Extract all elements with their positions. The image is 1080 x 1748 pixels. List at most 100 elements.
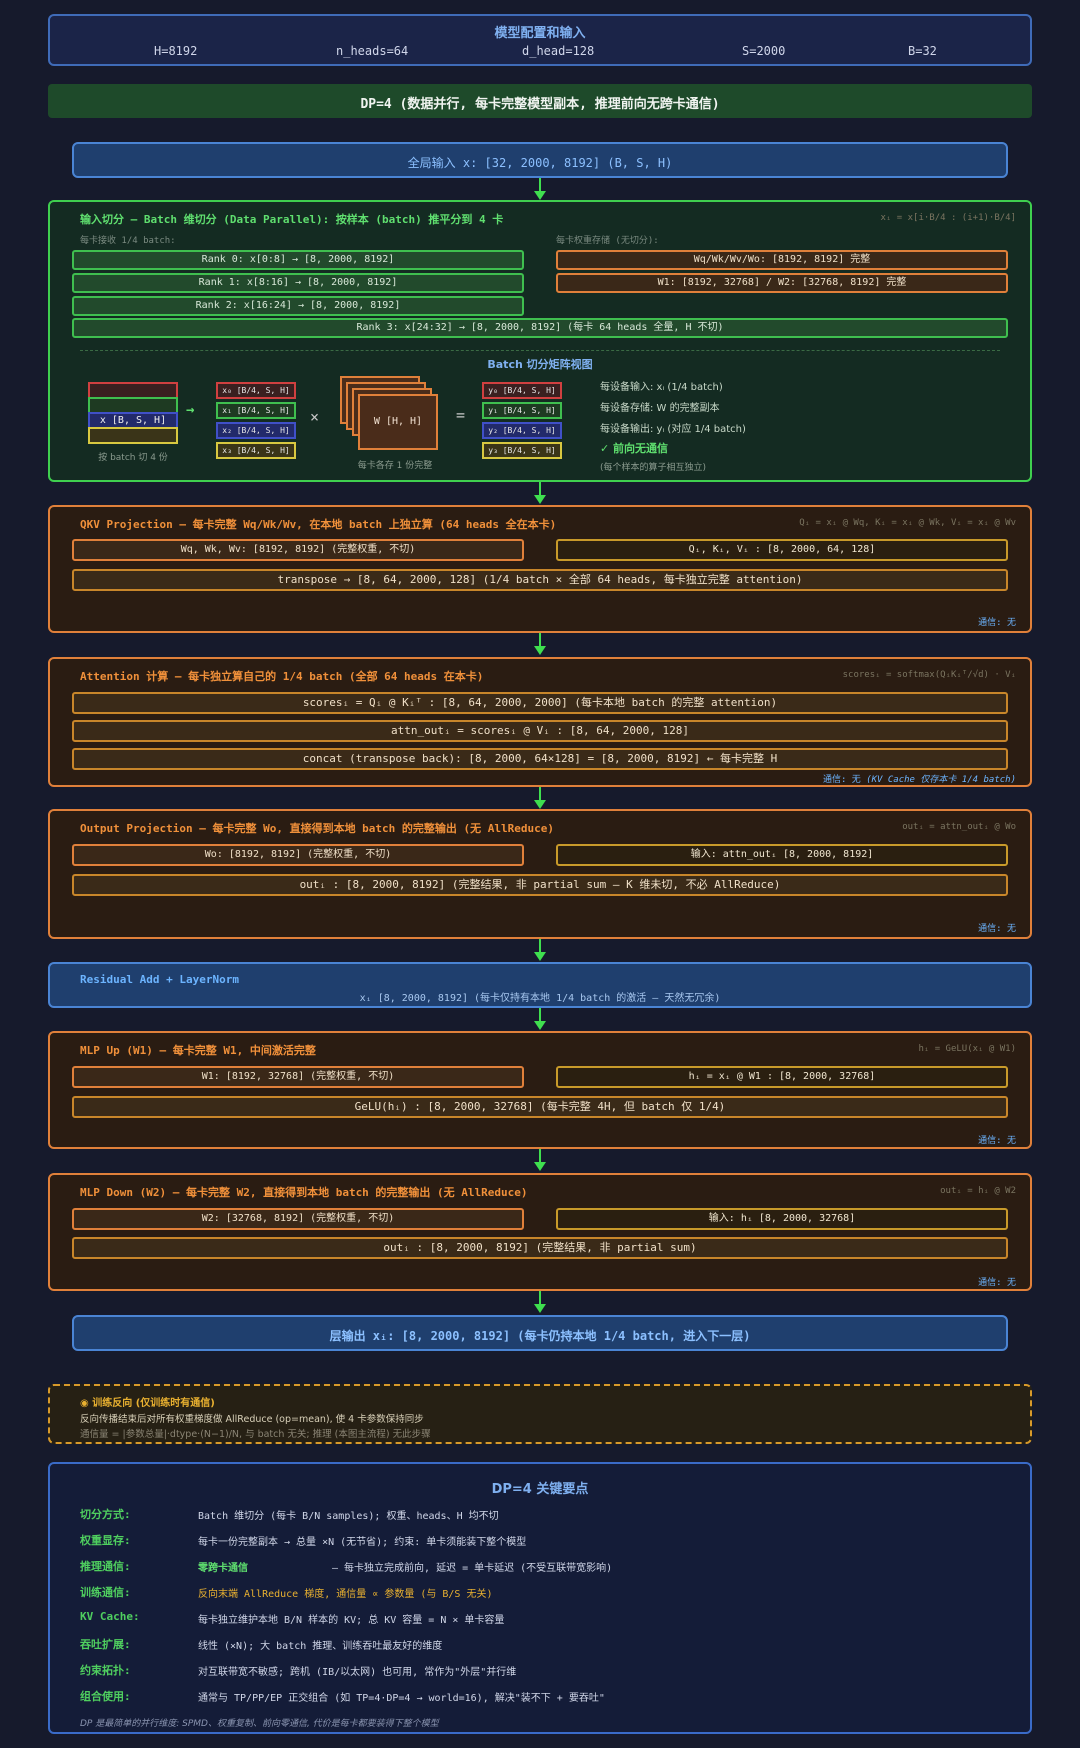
rank-2-box: Rank 2: x[16:24] → [8, 2000, 8192] [72,296,524,316]
mlpup-formula: hᵢ = GeLU(xᵢ @ W1) [918,1044,1016,1054]
config-n-heads: n_heads=64 [336,44,409,58]
qkv-output-box: Qᵢ, Kᵢ, Vᵢ : [8, 2000, 64, 128] [556,539,1008,561]
summary-val-infer-comm: 零跨卡通信 [198,1563,248,1574]
split-title: 输入切分 — Batch 维切分 (Data Parallel): 按样本 (b… [80,213,504,226]
attention-panel: Attention 计算 — 每卡独立算自己的 1/4 batch (全部 64… [48,657,1032,787]
y-part-3: y₃ [B/4, S, H] [482,442,562,459]
weights-attn-box: Wq/Wk/Wv/Wo: [8192, 8192] 完整 [556,250,1008,270]
rank-1-box: Rank 1: x[8:16] → [8, 2000, 8192] [72,273,524,293]
flow-arrowhead [534,191,546,200]
flow-arrow [539,1149,541,1162]
attn-formula: scoresᵢ = softmax(QᵢKᵢᵀ/√d) · Vᵢ [842,670,1016,680]
y-part-1: y₁ [B/4, S, H] [482,402,562,419]
summary-key-memory: 权重显存: [80,1534,131,1547]
summary-val-train-comm: 反向末端 AllReduce 梯度, 通信量 ∝ 参数量 (与 B/S 无关) [198,1589,493,1600]
qkv-panel: QKV Projection — 每卡完整 Wq/Wk/Wv, 在本地 batc… [48,505,1032,633]
summary-footer: DP 是最简单的并行维度: SPMD、权重复制、前向零通信, 代价是每卡都要装得… [80,1719,439,1729]
w-caption: 每卡各存 1 份完整 [357,461,433,471]
flow-arrowhead [534,495,546,504]
mlpdown-result-row: outᵢ : [8, 2000, 8192] (完整结果, 非 partial … [72,1237,1008,1259]
mlpup-output-box: hᵢ = xᵢ @ W1 : [8, 2000, 32768] [556,1066,1008,1088]
summary-val-combine: 通常与 TP/PP/EP 正交组合 (如 TP=4·DP=4 → world=1… [198,1693,605,1704]
y-part-2: y₂ [B/4, S, H] [482,422,562,439]
mlp-up-panel: MLP Up (W1) — 每卡完整 W1, 中间激活完整 hᵢ = GeLU(… [48,1031,1032,1149]
note-no-comm: ✓ 前向无通信 [600,442,669,455]
config-panel: 模型配置和输入 H=8192 n_heads=64 d_head=128 S=2… [48,14,1032,66]
attn-out-row: attn_outᵢ = scoresᵢ @ Vᵢ : [8, 64, 2000,… [72,720,1008,742]
mlpup-comm: 通信: 无 [978,1136,1016,1146]
summary-key-kvcache: KV Cache: [80,1610,140,1623]
summary-key-infer-comm: 推理通信: [80,1560,131,1573]
note-output: 每设备输出: yᵢ (对应 1/4 batch) [600,424,746,435]
summary-key-topology: 约束拓扑: [80,1664,131,1677]
attn-concat-row: concat (transpose back): [8, 2000, 64×12… [72,748,1008,770]
summary-val-memory: 每卡一份完整副本 → 总量 ×N (无节省); 约束: 单卡须能装下整个模型 [198,1537,527,1548]
flow-arrowhead [534,1304,546,1313]
x-matrix: x [B, S, H] [88,382,178,446]
attn-comm: 通信: 无 [822,775,861,785]
flow-arrowhead [534,646,546,655]
summary-panel: DP=4 关键要点 切分方式: Batch 维切分 (每卡 B/N sample… [48,1462,1032,1734]
x-part-3: x₃ [B/4, S, H] [216,442,296,459]
note-storage: 每设备存储: W 的完整副本 [600,403,720,414]
mlp-down-panel: MLP Down (W2) — 每卡完整 W2, 直接得到本地 batch 的完… [48,1173,1032,1291]
training-backward-panel: ◉ 训练反向 (仅训练时有通信) 反向传播结束后对所有权重梯度做 AllRedu… [48,1384,1032,1444]
flow-arrow [539,787,541,800]
x-caption: 按 batch 切 4 份 [98,453,168,463]
flow-arrowhead [534,800,546,809]
flow-arrow [539,482,541,495]
summary-key-combine: 组合使用: [80,1690,131,1703]
summary-key-train-comm: 训练通信: [80,1586,131,1599]
qkv-title: QKV Projection — 每卡完整 Wq/Wk/Wv, 在本地 batc… [80,518,557,531]
mlpdown-title: MLP Down (W2) — 每卡完整 W2, 直接得到本地 batch 的完… [80,1186,528,1199]
rank-0-box: Rank 0: x[0:8] → [8, 2000, 8192] [72,250,524,270]
matrix-title: Batch 切分矩阵视图 [487,358,593,371]
qkv-comm: 通信: 无 [978,618,1016,628]
summary-val-topology: 对互联带宽不敏感; 跨机 (IB/以太网) 也可用, 常作为"外层"并行维 [198,1667,517,1678]
note-independent: (每个样本的算子相互独立) [600,463,707,473]
config-s: S=2000 [742,44,786,58]
flow-arrow [539,939,541,952]
times-sign: × [310,408,320,426]
summary-val-kvcache: 每卡独立维护本地 B/N 样本的 KV; 总 KV 容量 = N × 单卡容量 [198,1615,505,1626]
flow-arrow [539,633,541,646]
summary-val-throughput: 线性 (×N); 大 batch 推理、训练吞吐最友好的维度 [198,1641,443,1652]
attn-scores-row: scoresᵢ = Qᵢ @ Kᵢᵀ : [8, 64, 2000, 2000]… [72,692,1008,714]
outproj-formula: outᵢ = attn_outᵢ @ Wo [902,822,1016,832]
layer-output-box: 层输出 xᵢ: [8, 2000, 8192] (每卡仍持本地 1/4 batc… [72,1315,1008,1351]
mlpup-gelu-row: GeLU(hᵢ) : [8, 2000, 32768] (每卡完整 4H, 但 … [72,1096,1008,1118]
residual-panel: Residual Add + LayerNorm xᵢ [8, 2000, 81… [48,962,1032,1008]
outproj-title: Output Projection — 每卡完整 Wo, 直接得到本地 batc… [80,822,555,835]
config-h: H=8192 [154,44,198,58]
mlpdown-weights-box: W2: [32768, 8192] (完整权重, 不切) [72,1208,524,1230]
residual-title: Residual Add + LayerNorm [80,973,239,986]
summary-key-throughput: 吞吐扩展: [80,1638,131,1651]
attn-comm-note: (KV Cache 仅存本卡 1/4 batch) [866,775,1016,785]
flow-arrow [539,1291,541,1304]
weights-mlp-box: W1: [8192, 32768] / W2: [32768, 8192] 完整 [556,273,1008,293]
outproj-weights-box: Wo: [8192, 8192] (完整权重, 不切) [72,844,524,866]
global-input-box: 全局输入 x: [32, 2000, 8192] (B, S, H) [72,142,1008,178]
flow-arrow [539,178,541,191]
train-line1: 反向传播结束后对所有权重梯度做 AllReduce (op=mean), 使 4… [80,1414,424,1425]
attn-title: Attention 计算 — 每卡独立算自己的 1/4 batch (全部 64… [80,670,484,683]
outproj-comm: 通信: 无 [978,924,1016,934]
summary-key-split: 切分方式: [80,1508,131,1521]
dp-banner: DP=4 (数据并行, 每卡完整模型副本, 推理前向无跨卡通信) [48,84,1032,118]
qkv-transpose-row: transpose → [8, 64, 2000, 128] (1/4 batc… [72,569,1008,591]
w-matrix: W [H, H] [358,394,438,450]
split-divider [80,350,1000,351]
flow-arrowhead [534,952,546,961]
summary-val-split: Batch 维切分 (每卡 B/N samples); 权重、heads、H 均… [198,1511,499,1522]
train-line2: 通信量 = |参数总量|·dtype·(N−1)/N, 与 batch 无关; … [80,1429,431,1440]
flow-arrow [539,1008,541,1021]
split-arrow: → [186,402,195,418]
flow-arrowhead [534,1021,546,1030]
rank-3-box: Rank 3: x[24:32] → [8, 2000, 8192] (每卡 6… [72,318,1008,338]
mlpup-title: MLP Up (W1) — 每卡完整 W1, 中间激活完整 [80,1044,316,1057]
attn-comm-line: 通信: 无 (KV Cache 仅存本卡 1/4 batch) [823,772,1016,785]
qkv-formula: Qᵢ = xᵢ @ Wq, Kᵢ = xᵢ @ Wk, Vᵢ = xᵢ @ Wv [799,518,1016,528]
split-right-label: 每卡权重存储 (无切分): [556,236,659,246]
flow-arrowhead [534,1162,546,1171]
x-part-2: x₂ [B/4, S, H] [216,422,296,439]
